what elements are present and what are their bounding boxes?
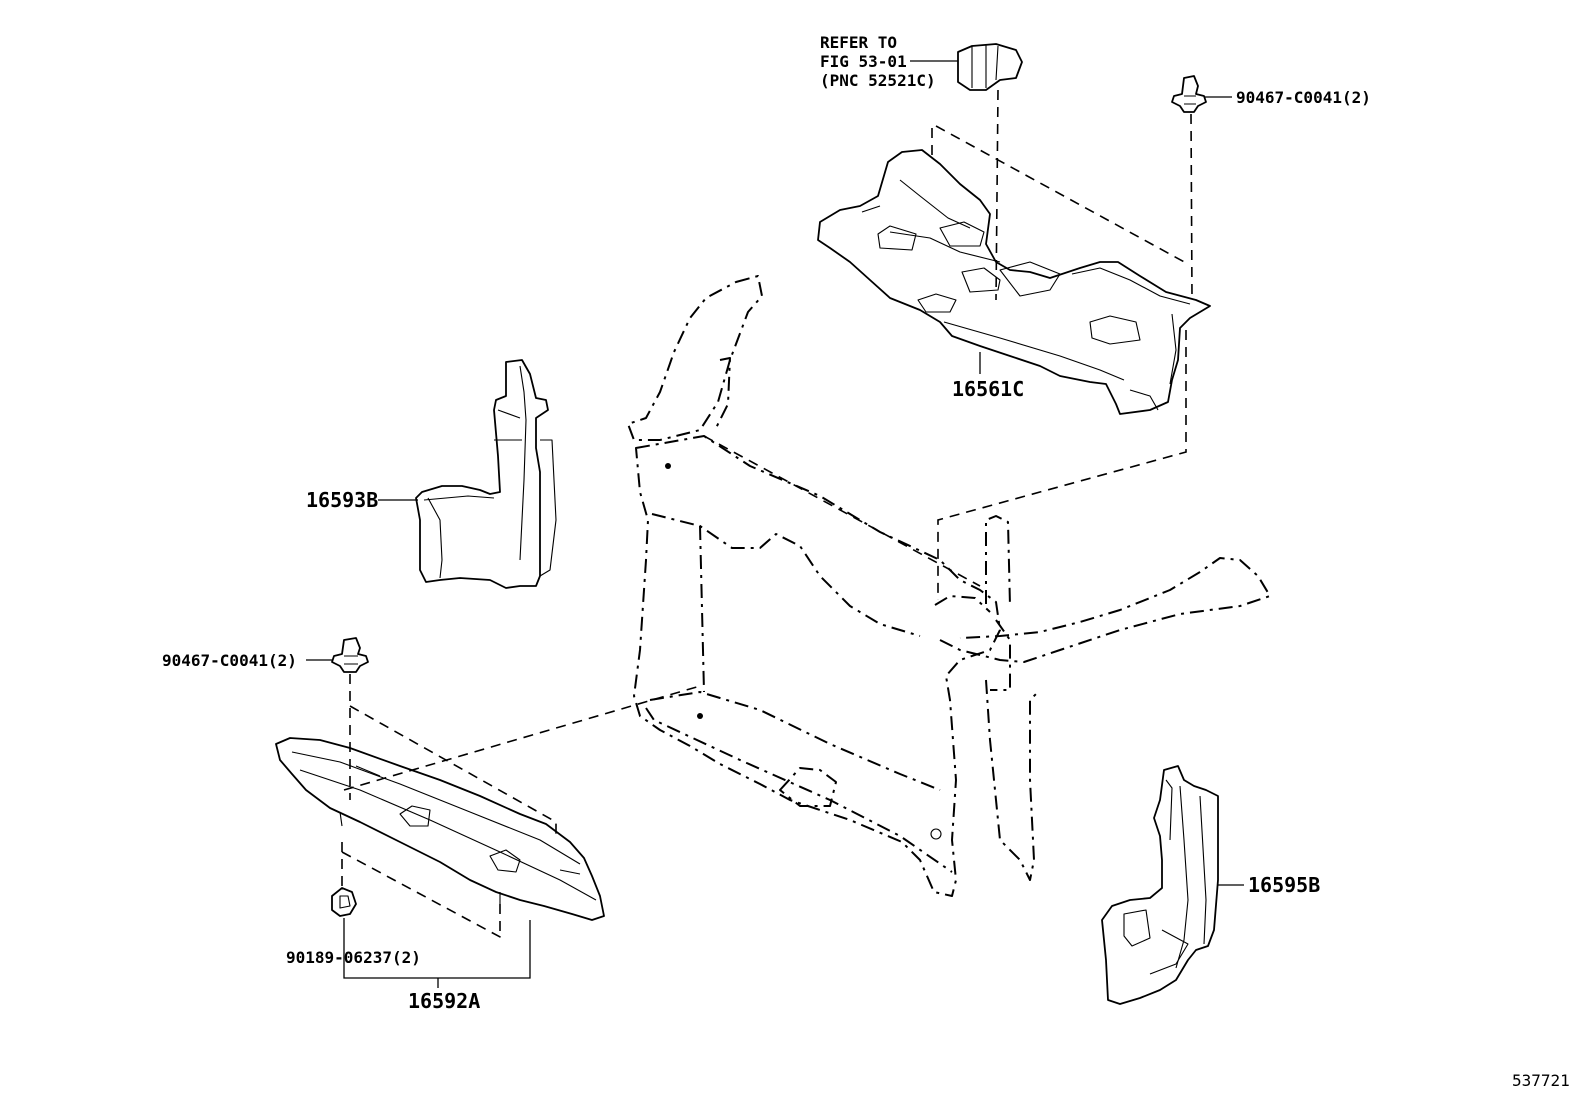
label-16595b: 16595B bbox=[1248, 873, 1320, 897]
lower-cover-16592a[interactable] bbox=[275, 737, 605, 921]
label-nut: 90189-06237(2) bbox=[286, 948, 421, 967]
radiator-support-phantom bbox=[627, 275, 1271, 897]
label-clip-left: 90467-C0041(2) bbox=[162, 651, 297, 670]
label-16592a: 16592A bbox=[408, 989, 480, 1013]
side-seal-16595b[interactable] bbox=[1101, 765, 1219, 1005]
guide-lines-bottom bbox=[341, 674, 701, 939]
clip-left[interactable] bbox=[331, 637, 369, 673]
label-clip-top: 90467-C0041(2) bbox=[1236, 88, 1371, 107]
clip-top-right[interactable] bbox=[1171, 75, 1207, 113]
refer-note-line-2: FIG 53-01 bbox=[820, 52, 907, 71]
side-seal-16593b[interactable] bbox=[415, 359, 557, 589]
guide-lines-top bbox=[703, 89, 1193, 600]
air-guide-16561c[interactable] bbox=[817, 149, 1211, 415]
nut[interactable] bbox=[331, 887, 357, 917]
refer-note-line-1: REFER TO bbox=[820, 33, 897, 52]
bracket-refer-part[interactable] bbox=[957, 43, 1023, 91]
figure-id: 537721 bbox=[1512, 1071, 1570, 1090]
label-16561c: 16561C bbox=[952, 377, 1024, 401]
labels: REFER TO FIG 53-01 (PNC 52521C) 90467-C0… bbox=[162, 33, 1570, 1090]
leader-lines bbox=[306, 60, 1244, 988]
label-16593b: 16593B bbox=[306, 488, 378, 512]
refer-note-line-3: (PNC 52521C) bbox=[820, 71, 936, 90]
